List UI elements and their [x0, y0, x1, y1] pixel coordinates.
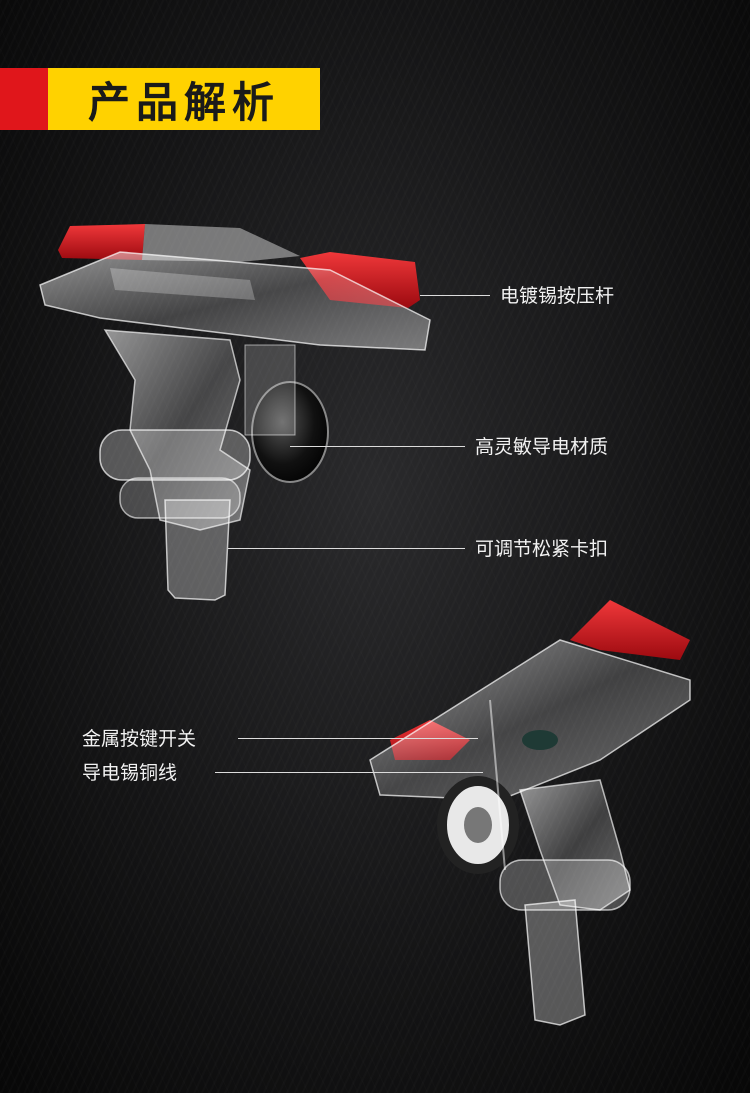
leader-line-bottom-2 — [215, 772, 483, 773]
top-trigger — [39, 224, 431, 601]
banner-title-block: 产品解析 — [48, 68, 320, 130]
top-clear-plate — [39, 251, 431, 351]
bottom-trigger — [369, 600, 691, 1026]
callout-conductive-material: 高灵敏导电材质 — [475, 436, 609, 458]
bottom-red-bar-top — [570, 600, 690, 660]
leader-line-top-1 — [420, 295, 490, 296]
bottom-clear-plate — [369, 639, 691, 801]
top-red-bar-left — [58, 224, 145, 260]
top-tongue — [164, 499, 231, 601]
callout-press-bar: 电镀锡按压杆 — [500, 285, 615, 307]
leader-line-bottom-1 — [238, 738, 478, 739]
leader-line-top-2 — [290, 446, 465, 447]
bottom-clear-body — [518, 779, 631, 911]
top-conductive-disc — [251, 381, 329, 483]
bottom-tongue — [524, 899, 586, 1026]
callout-metal-switch: 金属按键开关 — [82, 728, 197, 750]
callout-adjustable-clip: 可调节松紧卡扣 — [475, 538, 609, 560]
callout-tin-copper-wire: 导电锡铜线 — [82, 762, 178, 784]
banner-red-block — [0, 68, 48, 130]
leader-line-top-3 — [228, 548, 465, 549]
bottom-metal-switch — [522, 730, 558, 750]
page-title: 产品解析 — [87, 77, 280, 127]
